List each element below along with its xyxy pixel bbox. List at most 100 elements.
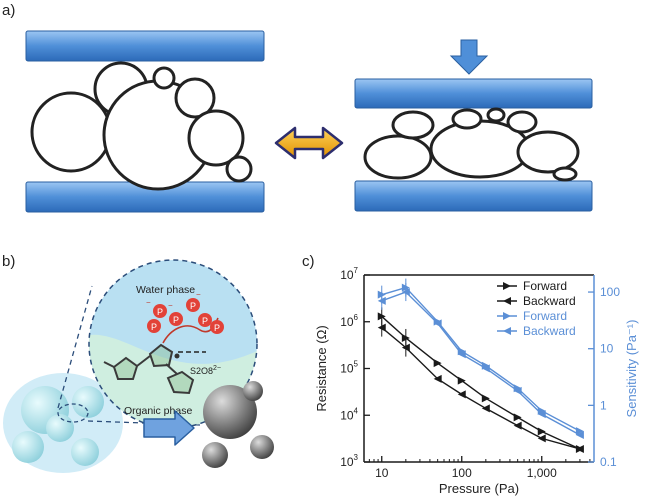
p-label-group: P P P P P P (147, 298, 224, 334)
bubble (187, 109, 245, 167)
y-right-axis-label: Sensitivity (Pa⁻¹) (624, 320, 639, 418)
p-label: P (214, 323, 220, 333)
bubble (391, 110, 435, 140)
data-point (401, 283, 410, 292)
panel-a-diagram (25, 30, 593, 213)
y-left-tick-label: 105 (340, 360, 358, 376)
data-point (575, 444, 584, 453)
data-point (401, 333, 410, 342)
data-point (377, 323, 386, 332)
p-ball-6: P (210, 320, 224, 334)
p-ball-5: P (198, 313, 212, 327)
data-point (377, 312, 386, 321)
data-point (457, 347, 466, 356)
top-plate-right (354, 78, 593, 109)
persulfate-label: S2O82− (190, 365, 221, 376)
organic-phase-label: Organic phase (124, 405, 192, 417)
series-line-3 (381, 291, 581, 436)
panel-label-a: a) (2, 2, 16, 19)
data-point (537, 427, 546, 436)
top-plate-left (25, 30, 265, 62)
series-line-0 (381, 315, 581, 450)
data-point (433, 317, 442, 326)
y-right-tick-label: 100 (600, 285, 620, 299)
water-phase-label: Water phase (136, 284, 195, 296)
p-ball-3: P (147, 319, 161, 333)
data-point (377, 296, 386, 305)
legend-marker (503, 312, 511, 320)
x-axis-label: Pressure (Pa) (439, 481, 519, 496)
bubble (486, 107, 506, 123)
p-label: P (157, 307, 163, 317)
series-line-1 (381, 327, 581, 450)
data-point (401, 288, 410, 297)
y-right-tick-label: 1 (600, 398, 607, 412)
y-left-tick-label: 103 (340, 453, 358, 469)
bubble (30, 91, 112, 173)
bubble (225, 155, 253, 183)
data-point (481, 394, 490, 403)
x-tick-label: 1,000 (527, 466, 557, 480)
series-line-2 (381, 286, 581, 432)
double-arrow-icon (274, 126, 344, 160)
x-tick-label: 10 (375, 466, 389, 480)
bubble (152, 66, 176, 90)
bottom-plate-right (354, 180, 593, 212)
legend-marker (503, 282, 511, 290)
y-right-tick-label: 0.1 (600, 455, 617, 469)
x-tick-label: 100 (452, 466, 472, 480)
y-right-tick-label: 10 (600, 342, 614, 356)
zoom-circle (88, 259, 258, 429)
bubble (174, 77, 216, 119)
data-point (575, 444, 584, 453)
data-point (457, 350, 466, 359)
minus-sign: − (146, 298, 151, 307)
legend-marker (503, 297, 511, 305)
data-point (537, 434, 546, 443)
polymer-particles (202, 381, 274, 468)
data-point (513, 421, 522, 430)
panel-label-c: c) (302, 253, 315, 270)
data-point (513, 413, 522, 422)
data-point (377, 290, 386, 299)
legend-label: Forward (523, 309, 567, 323)
data-point (513, 386, 522, 395)
down-arrow-icon (449, 39, 489, 75)
minus-sign: − (168, 301, 173, 310)
legend-marker (503, 327, 511, 335)
p-ball-4: P (186, 298, 200, 312)
legend-label: Forward (523, 279, 567, 293)
data-point (513, 384, 522, 393)
data-point (457, 376, 466, 385)
data-point (575, 427, 584, 436)
legend-label: Backward (523, 294, 576, 308)
data-point (537, 406, 546, 415)
data-point (401, 343, 410, 352)
data-point (575, 430, 584, 439)
p-label: P (173, 315, 179, 325)
data-point (481, 404, 490, 413)
p-label: P (190, 301, 196, 311)
y-left-tick-label: 107 (340, 266, 358, 282)
data-point (433, 374, 442, 383)
p-ball-1: P (153, 304, 167, 318)
data-point (433, 319, 442, 328)
p-ball-2: P (169, 312, 183, 326)
p-label: P (151, 322, 157, 332)
process-arrow-icon (143, 410, 195, 446)
bubble (516, 130, 580, 174)
water-droplets (12, 386, 104, 466)
y-left-axis-label: Resistance (Ω) (314, 325, 329, 411)
emulsion-halo (3, 373, 123, 473)
p-label: P (202, 316, 208, 326)
data-point (537, 410, 546, 419)
bubble (506, 110, 538, 134)
pyrrole-molecule (103, 343, 195, 395)
y-left-tick-label: 104 (340, 406, 358, 422)
data-point (433, 359, 442, 368)
bubble (552, 166, 578, 182)
legend-label: Backward (523, 324, 576, 338)
data-point (457, 390, 466, 399)
data-point (481, 364, 490, 373)
data-point (481, 361, 490, 370)
